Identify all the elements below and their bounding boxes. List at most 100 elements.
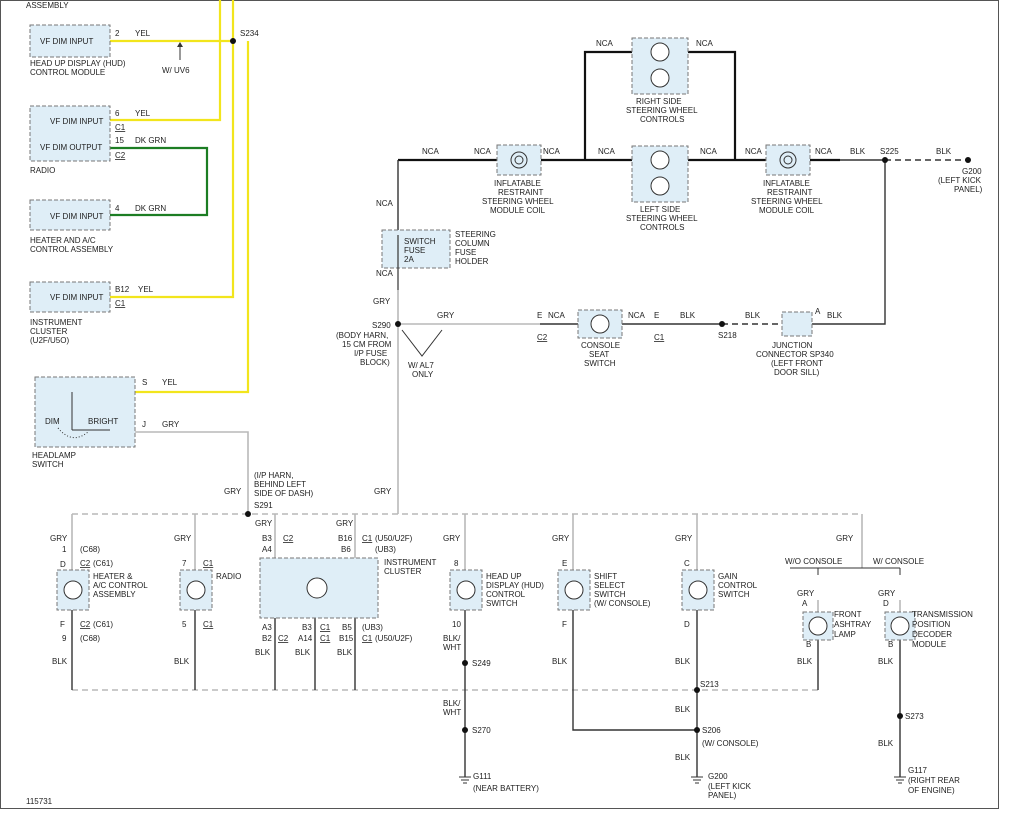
hvac-pin-label: VF DIM INPUT [50,212,103,221]
hvac-c61-bot: (C61) [93,620,113,629]
hvac-wire: DK GRN [135,204,166,213]
hvac-module-box [29,199,111,231]
hvac-bottom-lamp [63,580,83,600]
g200-top-label: G200 [962,167,982,176]
nca-label-10: NCA [376,199,394,208]
wo-console-label: W/O CONSOLE [785,557,842,566]
trans-4: MODULE [912,640,946,649]
junction-pin-a: A [815,307,821,316]
hud-pin: 2 [115,29,120,38]
splice-s290 [395,321,401,327]
fuse-3: 2A [404,255,414,264]
cluster-a14: A14 [298,634,313,643]
right-controls-2: STEERING WHEEL [626,106,698,115]
shift-switch-lamp [564,580,584,600]
right-controls-1: RIGHT SIDE [636,97,682,106]
gain-pin-d: D [684,620,690,629]
cluster-b3-top: B3 [262,534,272,543]
right-controls-lamp-2 [650,68,670,88]
blk-label-s206: BLK [675,753,691,762]
hud-blkwht-1: BLK/ [443,634,461,643]
s290-label: S290 [372,321,391,330]
hud-blkwht-2: WHT [443,643,461,652]
nca-label-7: NCA [815,147,833,156]
headlamp-name-1: HEADLAMP [32,451,76,460]
cluster-b5: B5 [342,623,352,632]
cluster-bottom-2: CLUSTER [384,567,422,576]
console-c2: C2 [537,333,548,342]
diagram-id: 115731 [26,797,53,806]
hvac-bottom-2: A/C CONTROL [93,581,148,590]
switch-fuse-box [381,229,451,269]
splice-s225 [882,157,888,163]
ground-g200-top [965,157,971,163]
s291-loc-1: (I/P HARN, [254,471,293,480]
gry-label-console: GRY [437,311,455,320]
gry-label-s290-down: GRY [374,487,392,496]
coil-right-3: STEERING WHEEL [751,197,823,206]
fuse-2: FUSE [404,246,425,255]
radio-c1-bot: C1 [203,620,214,629]
splice-s218 [719,321,725,327]
radio-pin1-label: VF DIM INPUT [50,117,103,126]
blk-cluster-drops [274,618,356,690]
shift-4: (W/ CONSOLE) [594,599,651,608]
trans-2: POSITION [912,620,950,629]
splice-s291 [245,511,251,517]
blk-label-cluster-2: BLK [295,648,311,657]
headlamp-rheostat [57,427,89,439]
console-name-3: SWITCH [584,359,616,368]
holder-2: COLUMN [455,239,490,248]
blk-shift-drop [572,610,697,731]
cluster-b3-bot: B3 [302,623,312,632]
s218-label: S218 [718,331,737,340]
shift-2: SELECT [594,581,625,590]
hvac-pin-f: F [60,620,65,629]
hvac-c2-bot: C2 [80,620,91,629]
trans-1: TRANSMISSION [912,610,973,619]
cluster-b2: B2 [262,634,272,643]
s213-label: S213 [700,680,719,689]
s206-label: S206 [702,726,721,735]
al7-2: ONLY [412,370,434,379]
trans-3: DECODER [912,630,952,639]
blk-s225-wire [812,159,886,325]
headlamp-pin-s: S [142,378,147,387]
cluster-c1-top: C1 [362,534,373,543]
blk-label-console: BLK [680,311,696,320]
g111-label: G111 [473,772,492,781]
blk-label-radio: BLK [174,657,190,666]
cluster-ub3-top: (UB3) [375,545,396,554]
blk-label-trans: BLK [878,657,894,666]
junction-2: CONNECTOR SP340 [756,350,834,359]
cluster-ub3-bot: (UB3) [362,623,383,632]
coil-left-4: MODULE COIL [490,206,546,215]
headlamp-switch-box [34,376,136,448]
radio-pin2-label: VF DIM OUTPUT [40,143,102,152]
junction-4: DOOR SILL) [774,368,820,377]
nca-black-wires [398,50,840,162]
ground-g111-icon [459,776,471,784]
headlamp-wire-j: GRY [162,420,180,429]
s291-loc-3: SIDE OF DASH) [254,489,313,498]
shift-pin-e: E [562,559,567,568]
w-uv6-label: W/ UV6 [162,66,190,75]
g117-loc-2: OF ENGINE) [908,786,955,795]
ashtray-pin-b: B [806,640,811,649]
yel-headlamp-wire [135,41,250,394]
splice-s270 [462,727,468,733]
cluster-a3: A3 [262,623,272,632]
fuse-1: SWITCH [404,237,436,246]
nca-label-6: NCA [745,147,763,156]
coil-left-icon-inner [514,155,524,165]
console-pin-e-left: E [537,311,542,320]
hud-switch-3: CONTROL [486,590,526,599]
hud-switch-lamp [456,580,476,600]
coil-right-2: RESTRAINT [767,188,812,197]
shift-1: SHIFT [594,572,617,581]
nca-label-2: NCA [474,147,492,156]
nca-label-1: NCA [422,147,440,156]
nca-label-console-l: NCA [548,311,566,320]
gry-label-gain: GRY [675,534,693,543]
